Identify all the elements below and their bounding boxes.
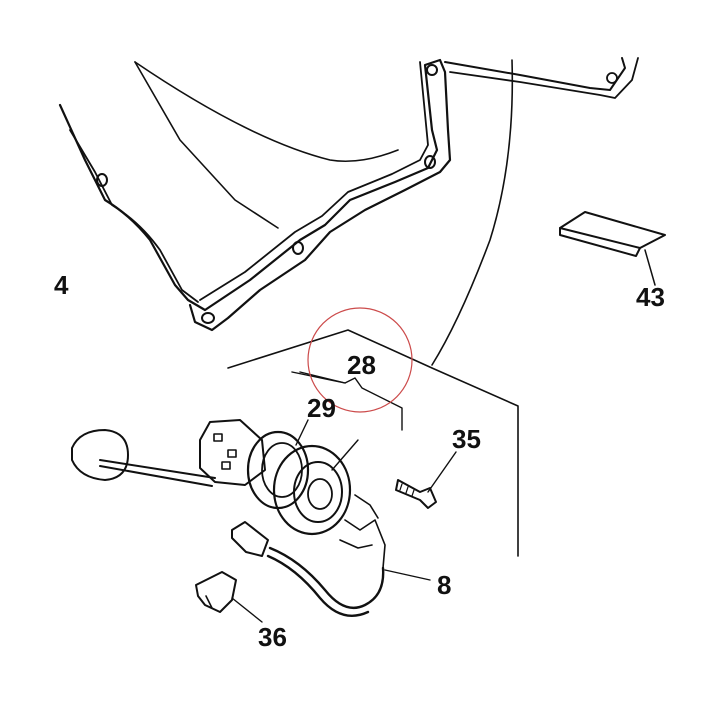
part-number-43: 43 [636,282,665,312]
leader-28-a [299,371,346,384]
frame-panel [58,58,452,332]
plate-43 [559,211,666,286]
part-number-36: 36 [258,622,287,652]
bolt-35 [395,451,457,509]
part-number-28: 28 [347,350,376,380]
hole-icon [201,312,215,324]
part-number-8: 8 [437,570,451,600]
part-number-35: 35 [452,424,481,454]
highlight-circle [307,307,413,413]
body-line [134,61,399,163]
upper-bracket [444,57,639,99]
pickup-assembly [71,419,359,536]
part-number-29: 29 [307,393,336,423]
wiring-harness-8 [231,494,431,617]
assembly-outline [227,329,519,557]
clip-36 [195,571,263,623]
hole-icon [292,241,304,255]
hole-icon [424,155,436,169]
hole-icon [96,173,108,187]
casing-edge [431,59,514,366]
part-number-4: 4 [54,270,69,300]
hole-icon [426,64,438,76]
hole-icon [606,72,618,84]
